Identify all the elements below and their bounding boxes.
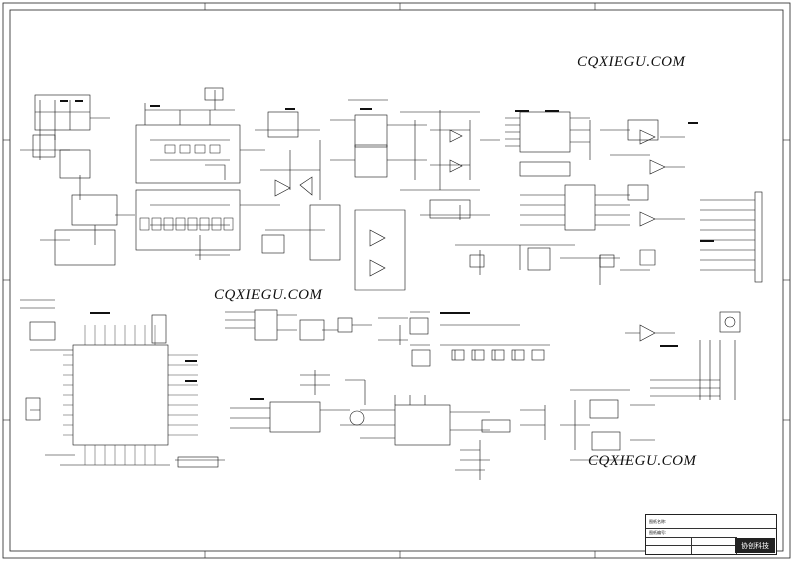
company-logo: 协创科技 <box>735 538 775 553</box>
drawing-title-label: 图纸名称: <box>649 519 667 524</box>
watermark-top: CQXIEGU.COM <box>577 54 686 70</box>
component-label-marks <box>60 100 714 400</box>
watermark-bottom: CQXIEGU.COM <box>588 453 697 469</box>
mcu-chip <box>72 344 169 446</box>
schematic-wiring <box>20 87 763 480</box>
drawing-number-label: 图纸编号: <box>649 530 667 535</box>
watermark-middle: CQXIEGU.COM <box>214 287 323 303</box>
sheet-border-inner <box>9 9 784 552</box>
zone-ticks <box>3 3 790 558</box>
